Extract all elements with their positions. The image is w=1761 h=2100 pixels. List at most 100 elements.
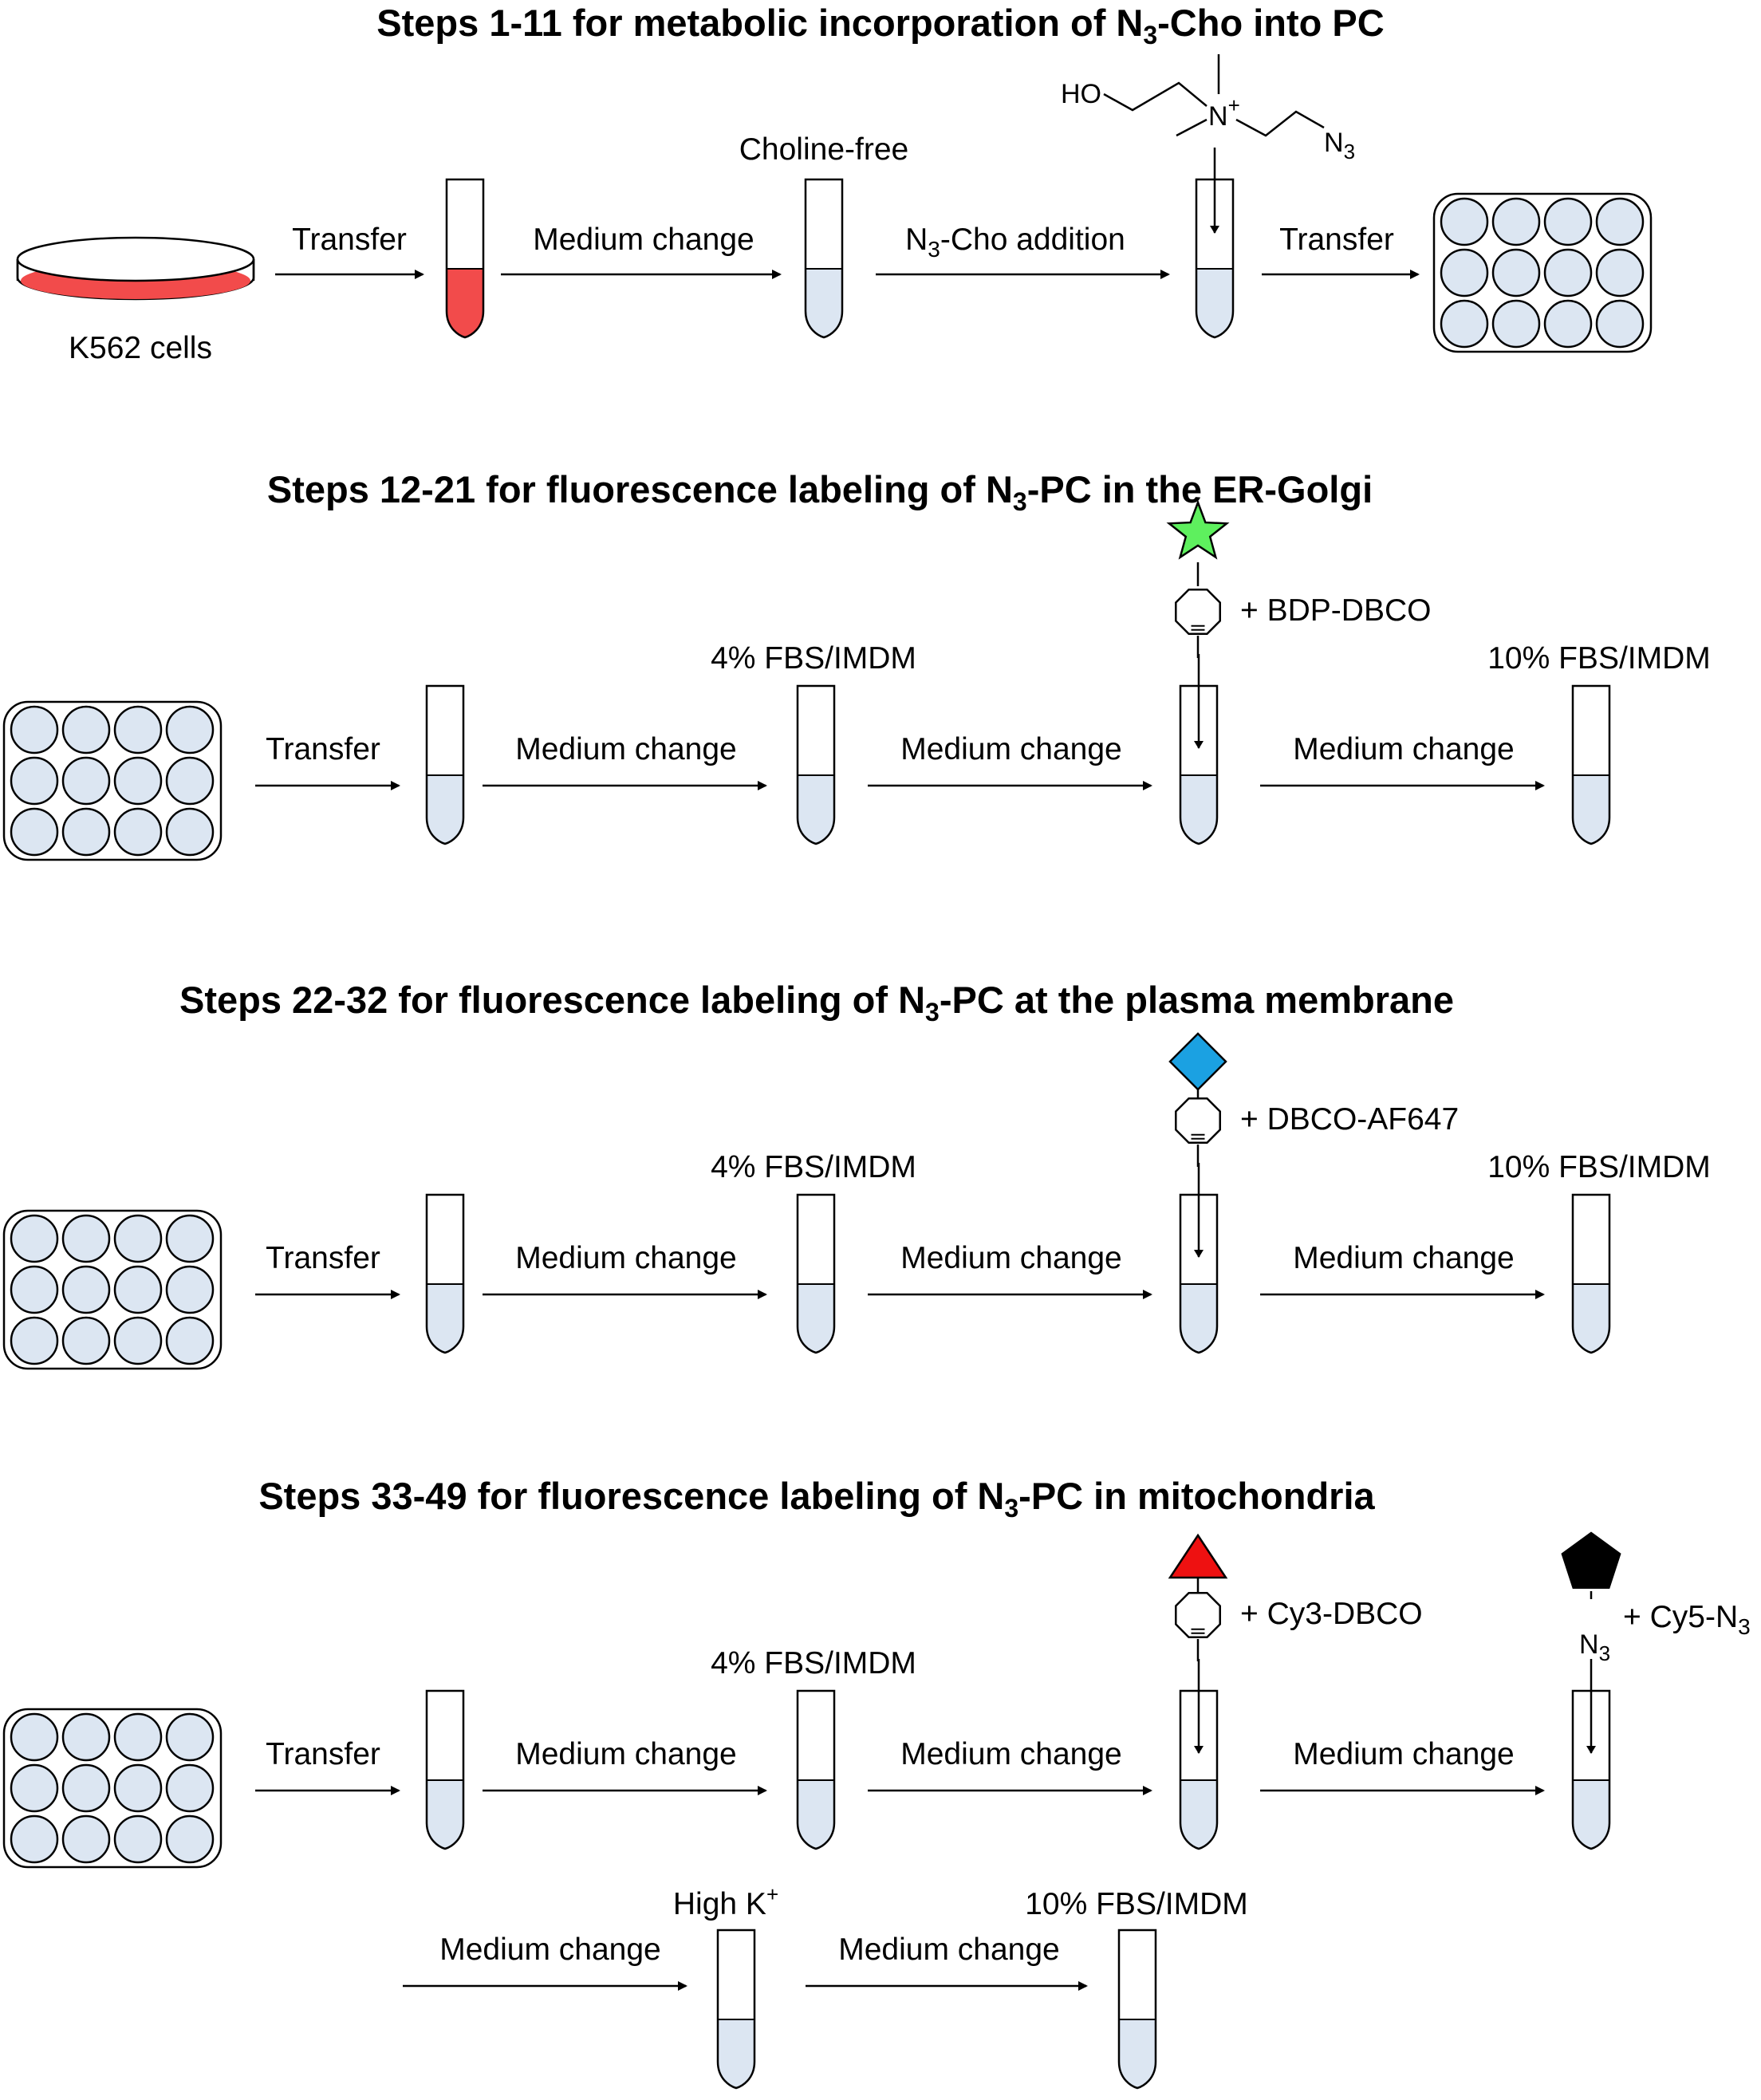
well	[165, 1763, 215, 1813]
well	[165, 705, 215, 755]
well	[113, 1214, 163, 1263]
arrow-label: Medium change	[515, 1737, 737, 1771]
well	[10, 1214, 59, 1263]
microcentrifuge-tube-icon	[796, 1193, 836, 1354]
red-triangle-icon	[1168, 1533, 1228, 1579]
tube-label: 10% FBS/IMDM	[1487, 1150, 1711, 1184]
microcentrifuge-tube-icon	[1179, 1659, 1219, 1850]
well	[113, 1712, 163, 1762]
n3-choline-structure: HO N+ N3	[1061, 54, 1355, 164]
well	[165, 1214, 215, 1263]
microcentrifuge-tube-icon	[716, 1929, 756, 2090]
section-2: Steps 12-21 for fluorescence labeling of…	[2, 468, 1711, 861]
arrow-label: Medium change	[838, 1933, 1060, 1967]
arrow-label: Medium change	[439, 1933, 661, 1967]
arrow-label: N3-Cho addition	[905, 223, 1125, 262]
well	[113, 1763, 163, 1813]
well	[1440, 248, 1489, 297]
microcentrifuge-tube-icon	[1571, 684, 1611, 845]
microcentrifuge-tube-icon	[1179, 654, 1219, 845]
well	[61, 1316, 111, 1365]
section-1-title: Steps 1-11 for metabolic incorporation o…	[376, 2, 1384, 49]
cy5-n3-reagent: N3 + Cy5-N3	[1561, 1531, 1751, 1665]
hydroxyl-label: HO	[1061, 79, 1101, 109]
microcentrifuge-tube-icon	[425, 1193, 465, 1354]
well	[113, 1316, 163, 1365]
well	[61, 807, 111, 857]
well	[1440, 299, 1489, 349]
arrow-label: Medium change	[515, 1241, 737, 1275]
dish-label: K562 cells	[69, 331, 212, 365]
arrow-label: Medium change	[1293, 1241, 1515, 1275]
section-4-title: Steps 33-49 for fluorescence labeling of…	[258, 1475, 1375, 1523]
tube-label: 4% FBS/IMDM	[711, 1150, 916, 1184]
ammonium-label: N+	[1208, 93, 1240, 132]
microcentrifuge-tube-icon	[1571, 1659, 1611, 1850]
microcentrifuge-tube-icon	[1571, 1193, 1611, 1354]
well	[1543, 248, 1593, 297]
tube-label: 10% FBS/IMDM	[1487, 641, 1711, 676]
tube-label: 4% FBS/IMDM	[711, 641, 916, 676]
well	[1440, 197, 1489, 246]
12-well-plate-icon	[2, 700, 223, 861]
well	[1543, 299, 1593, 349]
well	[113, 1814, 163, 1864]
well	[10, 807, 59, 857]
green-star-icon	[1166, 499, 1230, 560]
bdp-dbco-reagent: + BDP-DBCO	[1166, 499, 1431, 658]
well	[61, 1214, 111, 1263]
well	[113, 1265, 163, 1314]
well	[61, 756, 111, 806]
well	[1491, 299, 1541, 349]
well	[1595, 299, 1645, 349]
arrow-label: Transfer	[266, 1241, 380, 1275]
well	[61, 1265, 111, 1314]
well	[165, 1316, 215, 1365]
microcentrifuge-tube-icon	[796, 1689, 836, 1850]
well	[61, 1814, 111, 1864]
well	[10, 705, 59, 755]
blue-diamond-icon	[1168, 1032, 1227, 1091]
well	[165, 1814, 215, 1864]
well	[113, 807, 163, 857]
arrow-label: Medium change	[900, 732, 1122, 766]
arrow-label: Transfer	[1279, 223, 1394, 257]
arrow-label: Medium change	[515, 732, 737, 766]
tube-label: 10% FBS/IMDM	[1025, 1887, 1248, 1921]
azide-label: N3	[1579, 1629, 1610, 1665]
well	[61, 705, 111, 755]
well	[113, 756, 163, 806]
reagent-label: + BDP-DBCO	[1240, 593, 1431, 628]
section-4: Steps 33-49 for fluorescence labeling of…	[2, 1475, 1751, 2090]
well	[165, 1712, 215, 1762]
tube-label: Choline-free	[739, 132, 908, 167]
well	[1491, 197, 1541, 246]
microcentrifuge-tube-icon	[425, 1689, 465, 1850]
well	[10, 1265, 59, 1314]
well	[10, 1712, 59, 1762]
black-pentagon-icon	[1561, 1531, 1621, 1589]
12-well-plate-icon	[1432, 192, 1653, 353]
reagent-label: + Cy3-DBCO	[1240, 1597, 1423, 1631]
cyclooctyne-ring-icon	[1175, 1592, 1221, 1661]
well	[165, 1265, 215, 1314]
culture-dish-icon	[16, 236, 255, 301]
well	[61, 1763, 111, 1813]
microcentrifuge-tube-icon	[804, 178, 844, 339]
dbco-af647-reagent: + DBCO-AF647	[1168, 1032, 1459, 1167]
microcentrifuge-tube-icon	[1195, 148, 1235, 339]
well	[10, 1814, 59, 1864]
12-well-plate-icon	[2, 1708, 223, 1869]
section-3: Steps 22-32 for fluorescence labeling of…	[2, 979, 1711, 1370]
well	[10, 1763, 59, 1813]
section-3-title: Steps 22-32 for fluorescence labeling of…	[179, 979, 1454, 1026]
arrow-label: Transfer	[266, 1737, 380, 1771]
well	[61, 1712, 111, 1762]
reagent-label: + Cy5-N3	[1623, 1600, 1751, 1639]
microcentrifuge-tube-icon	[796, 684, 836, 845]
arrow-label: Medium change	[1293, 732, 1515, 766]
azide-label: N3	[1324, 128, 1355, 164]
12-well-plate-icon	[2, 1209, 223, 1370]
well	[165, 807, 215, 857]
